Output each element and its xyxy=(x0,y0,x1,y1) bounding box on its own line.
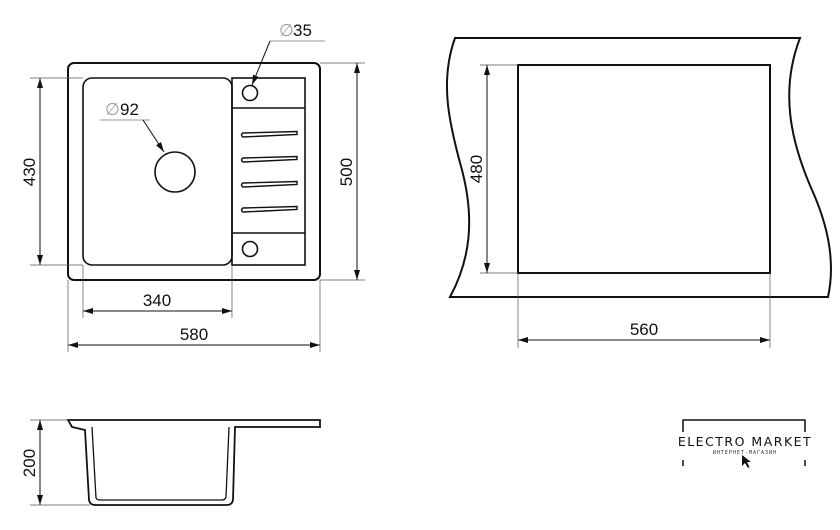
diameter-symbol: ∅ xyxy=(105,100,120,119)
bowl-depth-label: 430 xyxy=(20,158,39,186)
cutout-height-label: 480 xyxy=(467,155,486,183)
drainer-outline xyxy=(231,77,306,266)
spare-hole xyxy=(241,240,259,258)
logo-tagline: ИНТЕРНЕТ-МАГАЗИН xyxy=(713,450,777,456)
drain-hole xyxy=(154,151,196,193)
sink-width-label: 580 xyxy=(180,325,208,344)
countertop-outline xyxy=(445,37,833,298)
electro-market-logo: ELECTRO MARKET ИНТЕРНЕТ-МАГАЗИН xyxy=(678,419,812,468)
side-view xyxy=(30,419,321,506)
faucet-hole xyxy=(241,84,259,102)
top-view-labels: ∅ 35 ∅ 92 430 500 340 580 xyxy=(20,21,356,344)
cutout-outline xyxy=(517,64,771,274)
side-depth-label: 200 xyxy=(20,449,39,477)
drainer-grooves xyxy=(240,130,298,213)
cutout-width-label: 560 xyxy=(630,320,658,339)
drain-hole-diameter-label: 92 xyxy=(120,100,139,119)
cutout-view-labels: 480 560 xyxy=(467,155,658,339)
sink-depth-label: 500 xyxy=(337,158,356,186)
top-view xyxy=(30,40,365,352)
diameter-symbol: ∅ xyxy=(279,21,294,40)
logo-name: ELECTRO MARKET xyxy=(678,434,812,449)
cutout-view xyxy=(445,37,833,348)
side-profile xyxy=(66,419,321,506)
bowl-width-label: 340 xyxy=(143,291,171,310)
cursor-icon xyxy=(742,455,751,468)
faucet-hole-diameter-label: 35 xyxy=(293,21,312,40)
sink-outline xyxy=(67,62,321,281)
